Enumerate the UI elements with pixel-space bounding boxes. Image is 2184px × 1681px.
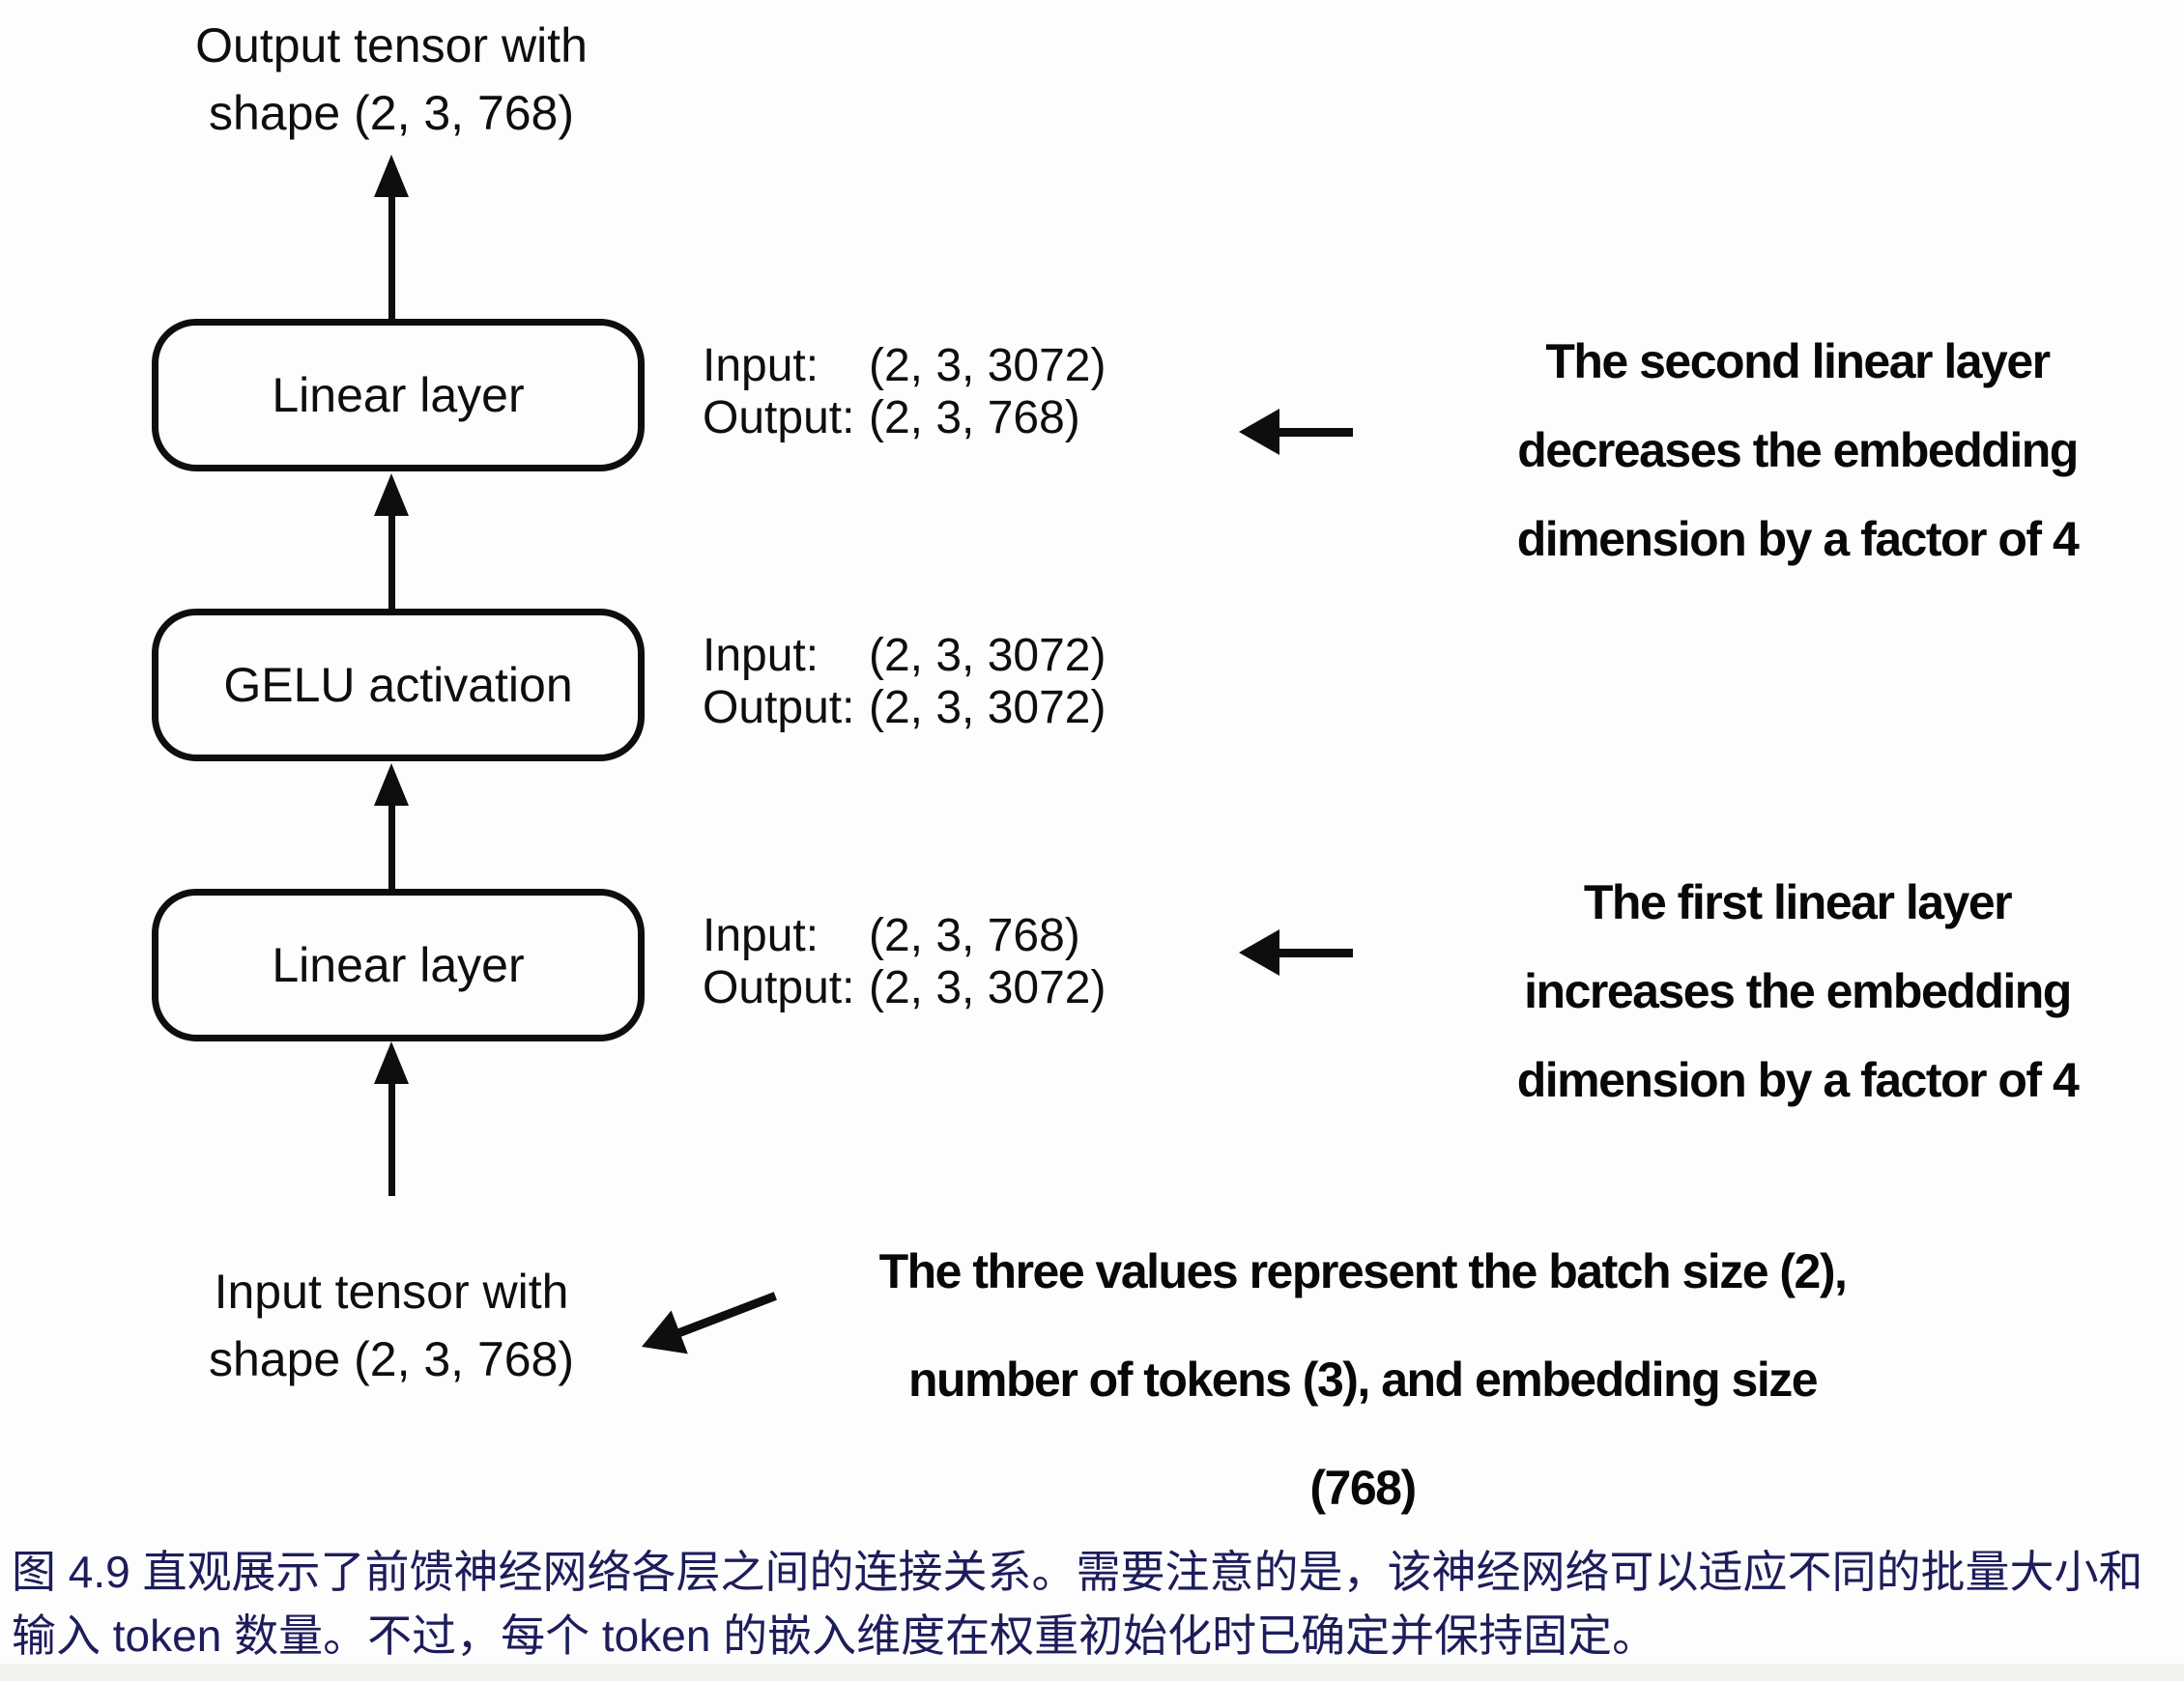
io-output-label: Output: — [703, 962, 855, 1013]
arrow-shaft — [388, 514, 395, 609]
arrowhead-up-icon — [374, 473, 409, 516]
arrowhead-left-icon — [633, 1310, 688, 1369]
io-output-value: (2, 3, 3072) — [869, 682, 1106, 733]
linear-layer-bottom-box: Linear layer — [152, 889, 645, 1041]
io-input-row: Input: (2, 3, 768) — [703, 910, 1106, 962]
arrowhead-left-icon — [1239, 409, 1279, 455]
io-input-label: Input: — [703, 630, 819, 681]
annotation-first-linear: The first linear layer increases the emb… — [1459, 858, 2136, 1125]
bottom-band — [0, 1664, 2184, 1681]
annotation-line: (768) — [1309, 1461, 1417, 1515]
output-tensor-line2: shape (2, 3, 768) — [208, 86, 575, 140]
annotation-tensor-values: The three values represent the batch siz… — [831, 1217, 1894, 1542]
input-tensor-label: Input tensor with shape (2, 3, 768) — [155, 1258, 628, 1393]
io-shapes-linear-bottom: Input: (2, 3, 768) Output: (2, 3, 3072) — [703, 910, 1106, 1014]
annotation-second-linear: The second linear layer decreases the em… — [1459, 317, 2136, 584]
io-output-label: Output: — [703, 682, 855, 733]
arrow-up-icon — [374, 473, 409, 609]
io-input-value: (2, 3, 3072) — [869, 340, 1106, 391]
linear-layer-top-box: Linear layer — [152, 319, 645, 471]
annotation-line: The three values represent the batch siz… — [878, 1244, 1848, 1298]
arrow-up-icon — [374, 763, 409, 889]
arrowhead-up-icon — [374, 1041, 409, 1084]
io-shapes-linear-top: Input: (2, 3, 3072) Output: (2, 3, 768) — [703, 340, 1106, 444]
arrowhead-left-icon — [1239, 929, 1279, 976]
arrowhead-up-icon — [374, 763, 409, 806]
output-tensor-label: Output tensor with shape (2, 3, 768) — [155, 12, 628, 147]
io-input-row: Input: (2, 3, 3072) — [703, 630, 1106, 682]
input-tensor-line2: shape (2, 3, 768) — [208, 1332, 575, 1386]
arrowhead-up-icon — [374, 155, 409, 197]
io-input-label: Input: — [703, 340, 819, 391]
annotation-line: increases the embedding — [1524, 964, 2072, 1018]
arrow-up-icon — [374, 1041, 409, 1196]
arrow-left-icon — [1239, 929, 1353, 976]
arrow-shaft — [675, 1291, 777, 1337]
linear-layer-bottom-label: Linear layer — [272, 938, 525, 992]
arrow-up-icon — [374, 155, 409, 321]
io-output-row: Output: (2, 3, 3072) — [703, 962, 1106, 1014]
io-input-value: (2, 3, 768) — [869, 910, 1080, 961]
arrow-left-diagonal-icon — [633, 1274, 783, 1369]
io-output-value: (2, 3, 3072) — [869, 962, 1106, 1013]
io-output-label: Output: — [703, 392, 855, 443]
gelu-activation-box: GELU activation — [152, 609, 645, 761]
arrow-shaft — [1278, 427, 1353, 437]
annotation-line: dimension by a factor of 4 — [1516, 512, 2080, 566]
annotation-line: dimension by a factor of 4 — [1516, 1053, 2080, 1107]
arrow-shaft — [388, 1082, 395, 1196]
io-input-label: Input: — [703, 910, 819, 961]
caption-line1: 图 4.9 直观展示了前馈神经网络各层之间的连接关系。需要注意的是，该神经网络可… — [12, 1547, 2143, 1597]
io-input-value: (2, 3, 3072) — [869, 630, 1106, 681]
io-output-row: Output: (2, 3, 3072) — [703, 682, 1106, 734]
output-tensor-line1: Output tensor with — [195, 18, 588, 72]
annotation-line: The second linear layer — [1545, 334, 2051, 388]
figure-caption: 图 4.9 直观展示了前馈神经网络各层之间的连接关系。需要注意的是，该神经网络可… — [12, 1540, 2176, 1667]
io-input-row: Input: (2, 3, 3072) — [703, 340, 1106, 392]
arrow-shaft — [388, 195, 395, 321]
io-output-value: (2, 3, 768) — [869, 392, 1080, 443]
annotation-line: The first linear layer — [1583, 875, 2013, 929]
linear-layer-top-label: Linear layer — [272, 368, 525, 422]
io-output-row: Output: (2, 3, 768) — [703, 392, 1106, 444]
arrow-left-icon — [1239, 409, 1353, 455]
annotation-line: decreases the embedding — [1517, 423, 2079, 477]
gelu-activation-label: GELU activation — [223, 658, 573, 712]
io-shapes-gelu: Input: (2, 3, 3072) Output: (2, 3, 3072) — [703, 630, 1106, 734]
arrow-shaft — [1278, 948, 1353, 957]
annotation-line: number of tokens (3), and embedding size — [907, 1353, 1819, 1407]
arrow-shaft — [388, 804, 395, 889]
input-tensor-line1: Input tensor with — [214, 1265, 569, 1319]
caption-line2: 输入 token 数量。不过，每个 token 的嵌入维度在权重初始化时已确定并… — [12, 1610, 1657, 1661]
